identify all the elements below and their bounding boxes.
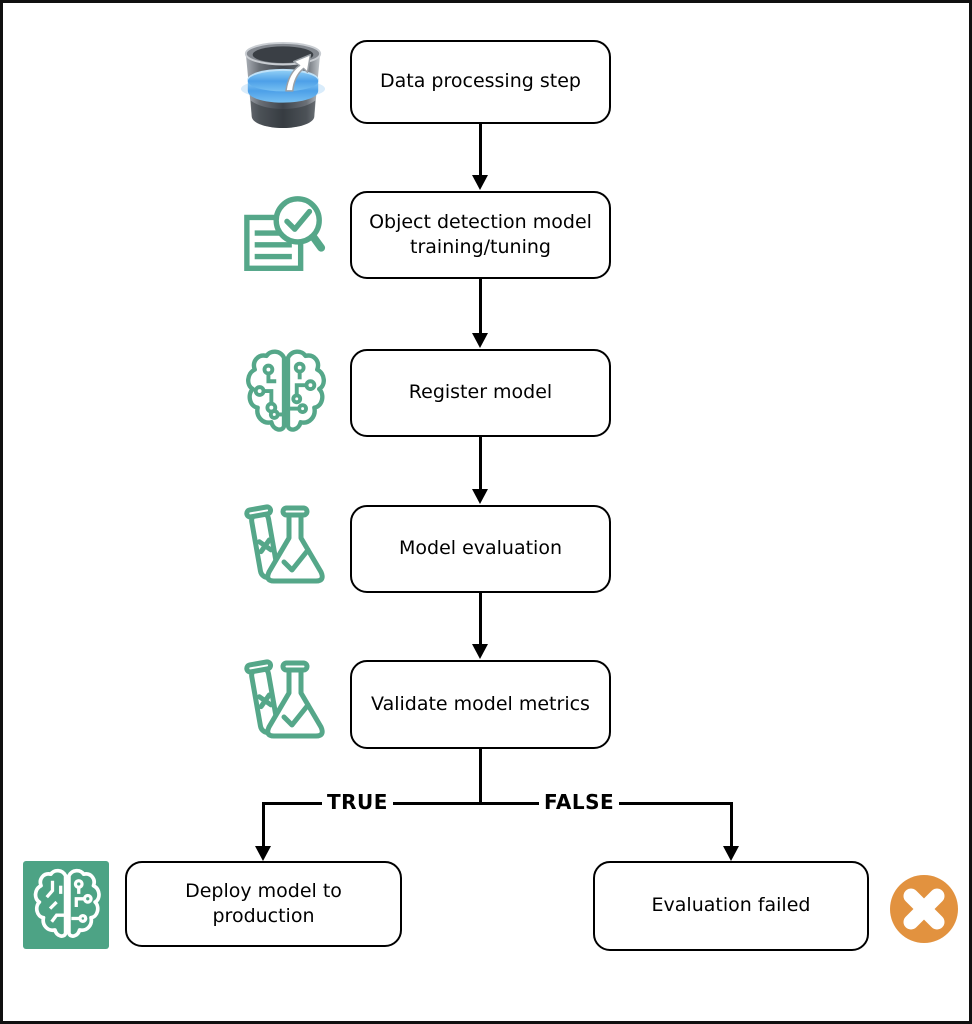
connector-line <box>479 592 482 645</box>
node-validate-metrics: Validate model metrics <box>350 660 611 749</box>
node-label: Data processing step <box>380 70 581 93</box>
connector-line <box>479 278 482 334</box>
document-magnifier-check-icon <box>241 193 329 281</box>
connector-line <box>479 436 482 490</box>
brain-circuit-icon <box>244 345 328 439</box>
arrowhead-down-icon <box>471 175 488 190</box>
branch-true-line <box>262 802 265 847</box>
arrowhead-down-icon <box>254 846 271 861</box>
arrowhead-down-icon <box>722 846 739 861</box>
node-model-evaluation: Model evaluation <box>350 505 611 593</box>
node-label: Validate model metrics <box>371 692 590 715</box>
node-label: Evaluation failed <box>651 894 811 917</box>
branch-horizontal-line <box>262 802 732 805</box>
lab-flasks-icon <box>236 655 330 749</box>
node-label: Register model <box>408 381 553 404</box>
branch-label-false: FALSE <box>539 790 620 814</box>
brain-badge-icon <box>23 861 109 949</box>
branch-stem-line <box>479 747 482 803</box>
lab-flasks-icon <box>236 500 330 594</box>
connector-line <box>479 123 482 176</box>
node-deploy-production: Deploy model to production <box>125 861 402 947</box>
node-label: Object detection model training/tuning <box>369 210 592 258</box>
node-register-model: Register model <box>350 349 611 437</box>
arrowhead-down-icon <box>471 333 488 348</box>
node-evaluation-failed: Evaluation failed <box>593 861 869 951</box>
branch-label-true: TRUE <box>322 790 393 814</box>
node-training: Object detection model training/tuning <box>350 191 611 279</box>
node-label: Model evaluation <box>398 537 563 560</box>
node-label: Deploy model to production <box>185 879 342 927</box>
arrowhead-down-icon <box>471 489 488 504</box>
node-data-processing: Data processing step <box>350 40 611 124</box>
arrowhead-down-icon <box>471 644 488 659</box>
branch-false-line <box>730 802 733 847</box>
data-bucket-icon <box>239 40 327 130</box>
error-x-icon <box>887 873 961 947</box>
